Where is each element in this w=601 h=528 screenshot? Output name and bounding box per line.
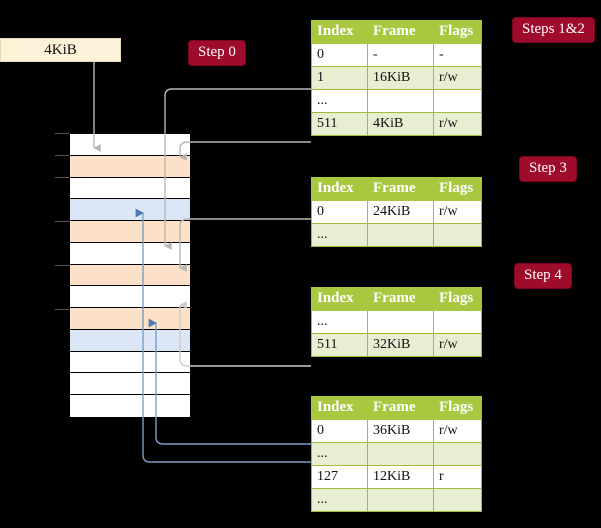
table-cell-flags <box>433 223 482 247</box>
table-cell-frame: 4KiB <box>367 112 434 136</box>
table-cell-frame <box>367 310 434 334</box>
table-header-frame: Frame <box>367 177 434 201</box>
memory-row-9 <box>70 329 190 352</box>
physical-memory-column <box>69 133 191 417</box>
memory-row-2 <box>70 177 190 200</box>
table-row: 0-- <box>311 43 482 67</box>
table-header-frame: Frame <box>367 20 434 44</box>
table-cell-frame <box>367 223 434 247</box>
arrow-level3-row0-to-memory <box>179 218 311 272</box>
memory-row-5 <box>70 242 190 265</box>
table-cell-frame: 36KiB <box>367 419 434 443</box>
memory-row-12 <box>70 395 190 417</box>
table-row: ... <box>311 310 482 334</box>
table-cell-index: 0 <box>311 200 368 224</box>
memory-tick-3 <box>55 221 69 222</box>
table-cell-index: ... <box>311 89 368 113</box>
table-header-index: Index <box>311 287 368 311</box>
table-cell-index: ... <box>311 223 368 247</box>
table-header-flags: Flags <box>433 396 482 420</box>
table-row: ... <box>311 488 482 512</box>
table-cell-flags: r/w <box>433 112 482 136</box>
table-cell-frame: 24KiB <box>367 200 434 224</box>
table-cell-index: ... <box>311 442 368 466</box>
badge-step-0: Step 0 <box>189 41 245 65</box>
table-header-index: Index <box>311 177 368 201</box>
table-row: ... <box>311 442 482 466</box>
memory-tick-2 <box>55 177 69 178</box>
table-cell-frame: 12KiB <box>367 465 434 489</box>
table-cell-flags <box>433 89 482 113</box>
table-header-flags: Flags <box>433 287 482 311</box>
badge-step-3: Step 3 <box>520 157 576 181</box>
badge-steps-1-2: Steps 1&2 <box>513 18 594 42</box>
table-cell-frame: 16KiB <box>367 66 434 90</box>
table-cell-flags: r/w <box>433 66 482 90</box>
table-cell-frame <box>367 488 434 512</box>
memory-row-4 <box>70 221 190 243</box>
memory-tick-5 <box>55 309 69 310</box>
memory-row-3 <box>70 199 190 222</box>
table-cell-index: 127 <box>311 465 368 489</box>
table-cell-index: 0 <box>311 419 368 443</box>
table-cell-index: 0 <box>311 43 368 67</box>
memory-tick-1 <box>55 155 69 156</box>
badge-step-4: Step 4 <box>515 264 571 288</box>
memory-request-box: 4KiB <box>0 38 121 62</box>
table-cell-frame <box>367 89 434 113</box>
memory-row-11 <box>70 373 190 396</box>
table-cell-flags: r <box>433 465 482 489</box>
memory-tick-0 <box>55 133 69 134</box>
table-cell-index: 511 <box>311 333 368 357</box>
memory-row-8 <box>70 308 190 330</box>
memory-tick-4 <box>55 265 69 266</box>
memory-row-1 <box>70 155 190 178</box>
table-cell-flags: r/w <box>433 200 482 224</box>
arrow-level2-row511-to-memory <box>179 301 311 367</box>
table-cell-index: ... <box>311 488 368 512</box>
table-header-flags: Flags <box>433 20 482 44</box>
table-header-frame: Frame <box>367 396 434 420</box>
memory-row-7 <box>70 286 190 309</box>
arrow-level4-row511-to-memory <box>179 141 311 161</box>
table-cell-frame: - <box>367 43 434 67</box>
table-cell-frame: 32KiB <box>367 333 434 357</box>
table-cell-flags: r/w <box>433 333 482 357</box>
table-header-index: Index <box>311 20 368 44</box>
table-cell-frame <box>367 442 434 466</box>
table-header-frame: Frame <box>367 287 434 311</box>
table-cell-flags <box>433 488 482 512</box>
table-header-index: Index <box>311 396 368 420</box>
table-cell-flags <box>433 442 482 466</box>
table-cell-index: 1 <box>311 66 368 90</box>
table-cell-flags: - <box>433 43 482 67</box>
table-cell-index: 511 <box>311 112 368 136</box>
table-header-flags: Flags <box>433 177 482 201</box>
memory-row-0 <box>70 134 190 156</box>
table-row: ... <box>311 89 482 113</box>
memory-row-6 <box>70 264 190 287</box>
table-row: ... <box>311 223 482 247</box>
table-cell-flags: r/w <box>433 419 482 443</box>
memory-row-10 <box>70 351 190 374</box>
table-cell-index: ... <box>311 310 368 334</box>
table-cell-flags <box>433 310 482 334</box>
